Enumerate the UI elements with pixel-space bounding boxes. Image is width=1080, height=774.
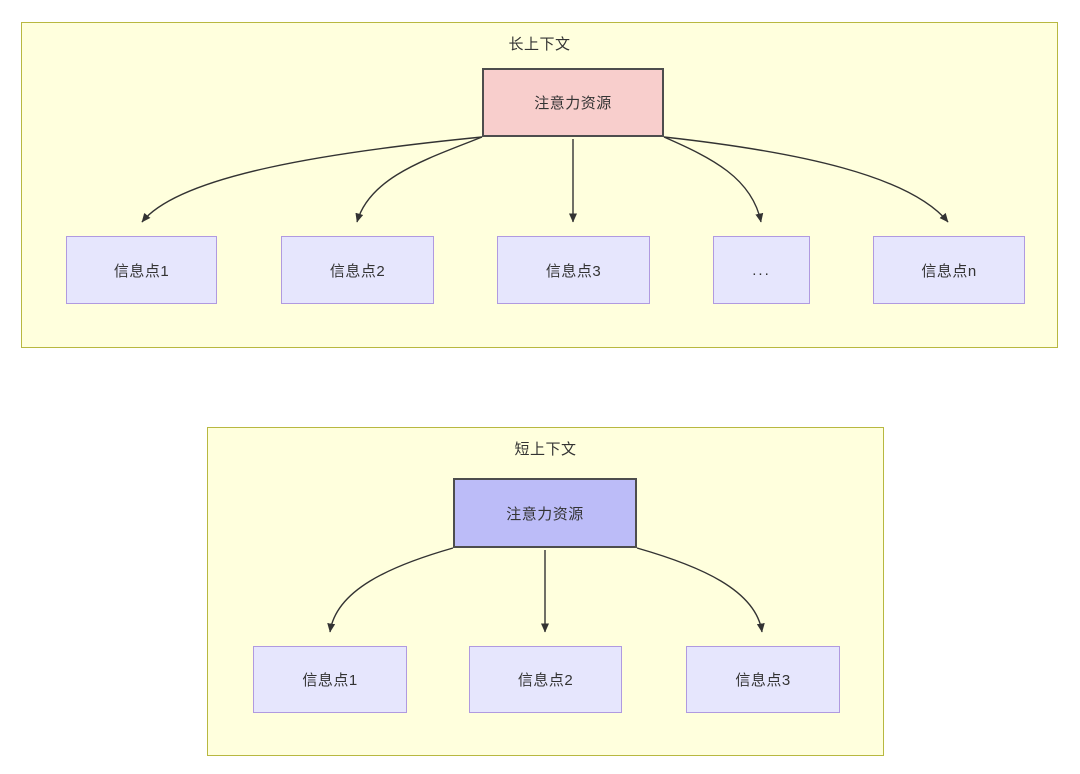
panel-short-context-title: 短上下文	[514, 441, 577, 458]
node-info-point-ellipsis-long[interactable]: ...	[713, 236, 810, 304]
panel-long-context-title: 长上下文	[508, 36, 571, 53]
node-info-point-2-short[interactable]: 信息点2	[469, 646, 622, 713]
node-attention-resource-long[interactable]: 注意力资源	[482, 68, 664, 137]
node-info-point-1-long[interactable]: 信息点1	[66, 236, 217, 304]
node-info-point-3-long[interactable]: 信息点3	[497, 236, 650, 304]
node-info-point-3-short[interactable]: 信息点3	[686, 646, 840, 713]
node-info-point-1-short[interactable]: 信息点1	[253, 646, 407, 713]
node-info-point-2-long[interactable]: 信息点2	[281, 236, 434, 304]
node-info-point-n-long[interactable]: 信息点n	[873, 236, 1025, 304]
node-attention-resource-short[interactable]: 注意力资源	[453, 478, 637, 548]
